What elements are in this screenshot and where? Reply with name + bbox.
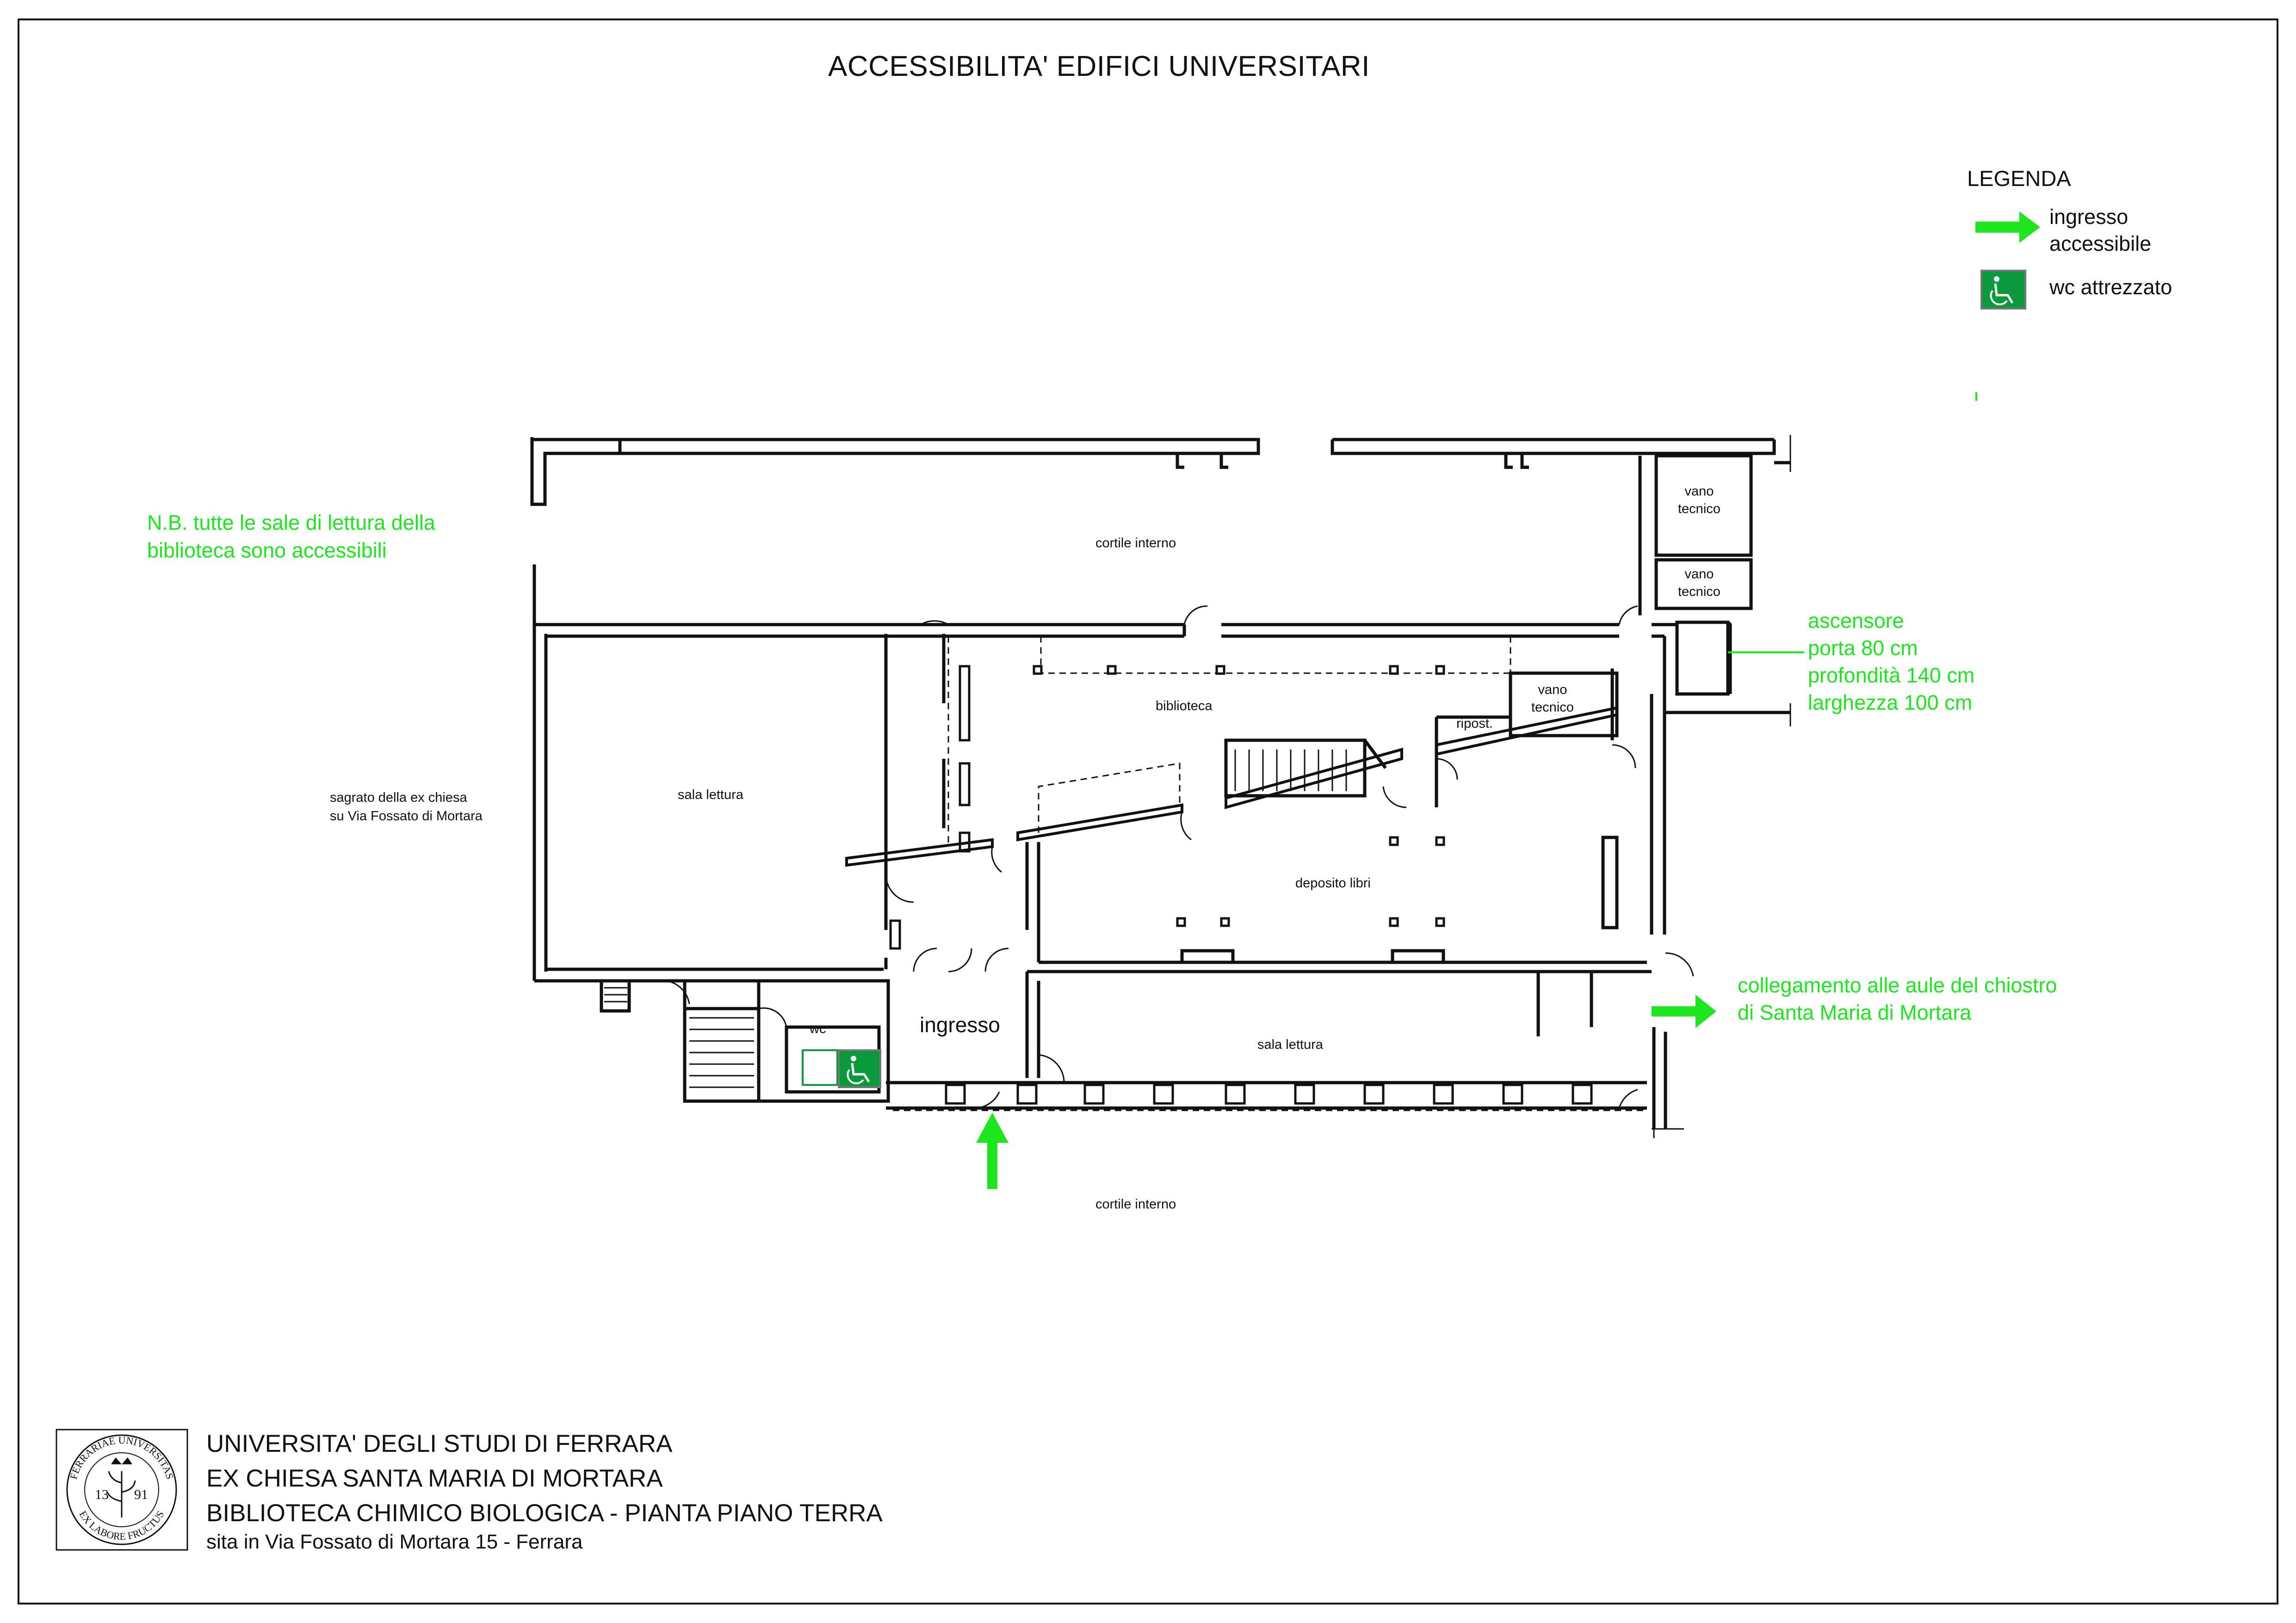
room-sala-lettura-left: sala lettura	[678, 787, 743, 802]
legend-wc: wc attrezzato	[2049, 275, 2172, 299]
legend-entrance: ingresso accessibile	[2049, 204, 2151, 257]
label-sagrato-line2: su Via Fossato di Mortara	[330, 809, 483, 824]
note-lift: ascensore porta 80 cm profondità 140 cm …	[1808, 607, 2048, 716]
note-link-line2: di Santa Maria di Mortara	[1738, 1001, 1972, 1024]
footer-plan-title: BIBLIOTECA CHIMICO BIOLOGICA - PIANTA PI…	[206, 1499, 883, 1527]
sheet-border	[18, 19, 2278, 1604]
room-vano3-line1: vano	[1538, 682, 1567, 697]
room-ingresso: ingresso	[920, 1013, 1000, 1037]
link-arrow-icon	[1652, 995, 1716, 1028]
note-cloister-link: collegamento alle aule del chiostro di S…	[1738, 972, 2154, 1026]
page-title: ACCESSIBILITA' EDIFICI UNIVERSITARI	[828, 50, 1370, 82]
note-lift-line4: larghezza 100 cm	[1808, 691, 1973, 714]
room-vano1-line2: tecnico	[1678, 502, 1720, 516]
legend-title: LEGENDA	[1967, 166, 2071, 191]
note-lift-line3: profondità 140 cm	[1808, 663, 1975, 687]
label-sagrato-line1: sagrato della ex chiesa	[330, 790, 467, 805]
note-nb-line2: biblioteca sono accessibili	[147, 539, 387, 562]
label-sagrato: sagrato della ex chiesa su Via Fossato d…	[330, 788, 483, 825]
room-ripostiglio: ripost.	[1456, 716, 1493, 731]
doors	[666, 605, 1694, 1109]
room-vano3-line2: tecnico	[1531, 700, 1574, 715]
legend-entrance-line2: accessibile	[2049, 232, 2152, 255]
seal-year-right: 91	[134, 1487, 148, 1502]
seal-year-left: 13	[95, 1487, 109, 1502]
wheelchair-icon	[838, 1049, 881, 1088]
legend-entrance-line1: ingresso	[2049, 205, 2129, 229]
room-deposito-libri: deposito libri	[1295, 876, 1371, 891]
footer-building: EX CHIESA SANTA MARIA DI MORTARA	[206, 1465, 663, 1492]
legend-wheelchair-icon	[1980, 270, 2026, 310]
room-cortile-bottom: cortile interno	[1095, 1197, 1176, 1212]
university-seal-icon: FERRARIAE UNIVERSITAS EX LABORE FRUCTUS …	[56, 1429, 188, 1551]
break-marks	[1652, 435, 1791, 1138]
room-vano2-line2: tecnico	[1678, 584, 1720, 599]
footer-address: sita in Via Fossato di Mortara 15 - Ferr…	[206, 1530, 583, 1553]
room-vano-tecnico-2: vano tecnico	[1678, 565, 1720, 601]
legend-arrow-icon	[1975, 211, 2040, 243]
room-vano-tecnico-1: vano tecnico	[1678, 483, 1720, 518]
note-accessible-rooms: N.B. tutte le sale di lettura della bibl…	[147, 509, 517, 564]
room-biblioteca: biblioteca	[1156, 699, 1213, 713]
room-vano2-line1: vano	[1684, 567, 1714, 582]
entrance-arrow-icon	[976, 1113, 1009, 1189]
pillars	[604, 665, 1593, 1105]
room-vano1-line1: vano	[1684, 484, 1714, 499]
room-wc: wc	[810, 1022, 826, 1036]
footer-university: UNIVERSITA' DEGLI STUDI DI FERRARA	[206, 1430, 673, 1457]
room-vano-tecnico-3: vano tecnico	[1531, 681, 1574, 716]
note-lift-line1: ascensore	[1808, 609, 1904, 632]
note-link-line1: collegamento alle aule del chiostro	[1738, 973, 2057, 997]
note-lift-line2: porta 80 cm	[1808, 636, 1918, 660]
room-sala-lettura-bottom: sala lettura	[1257, 1037, 1323, 1052]
note-nb-line1: N.B. tutte le sale di lettura della	[147, 511, 435, 534]
room-cortile-top: cortile interno	[1095, 536, 1176, 551]
